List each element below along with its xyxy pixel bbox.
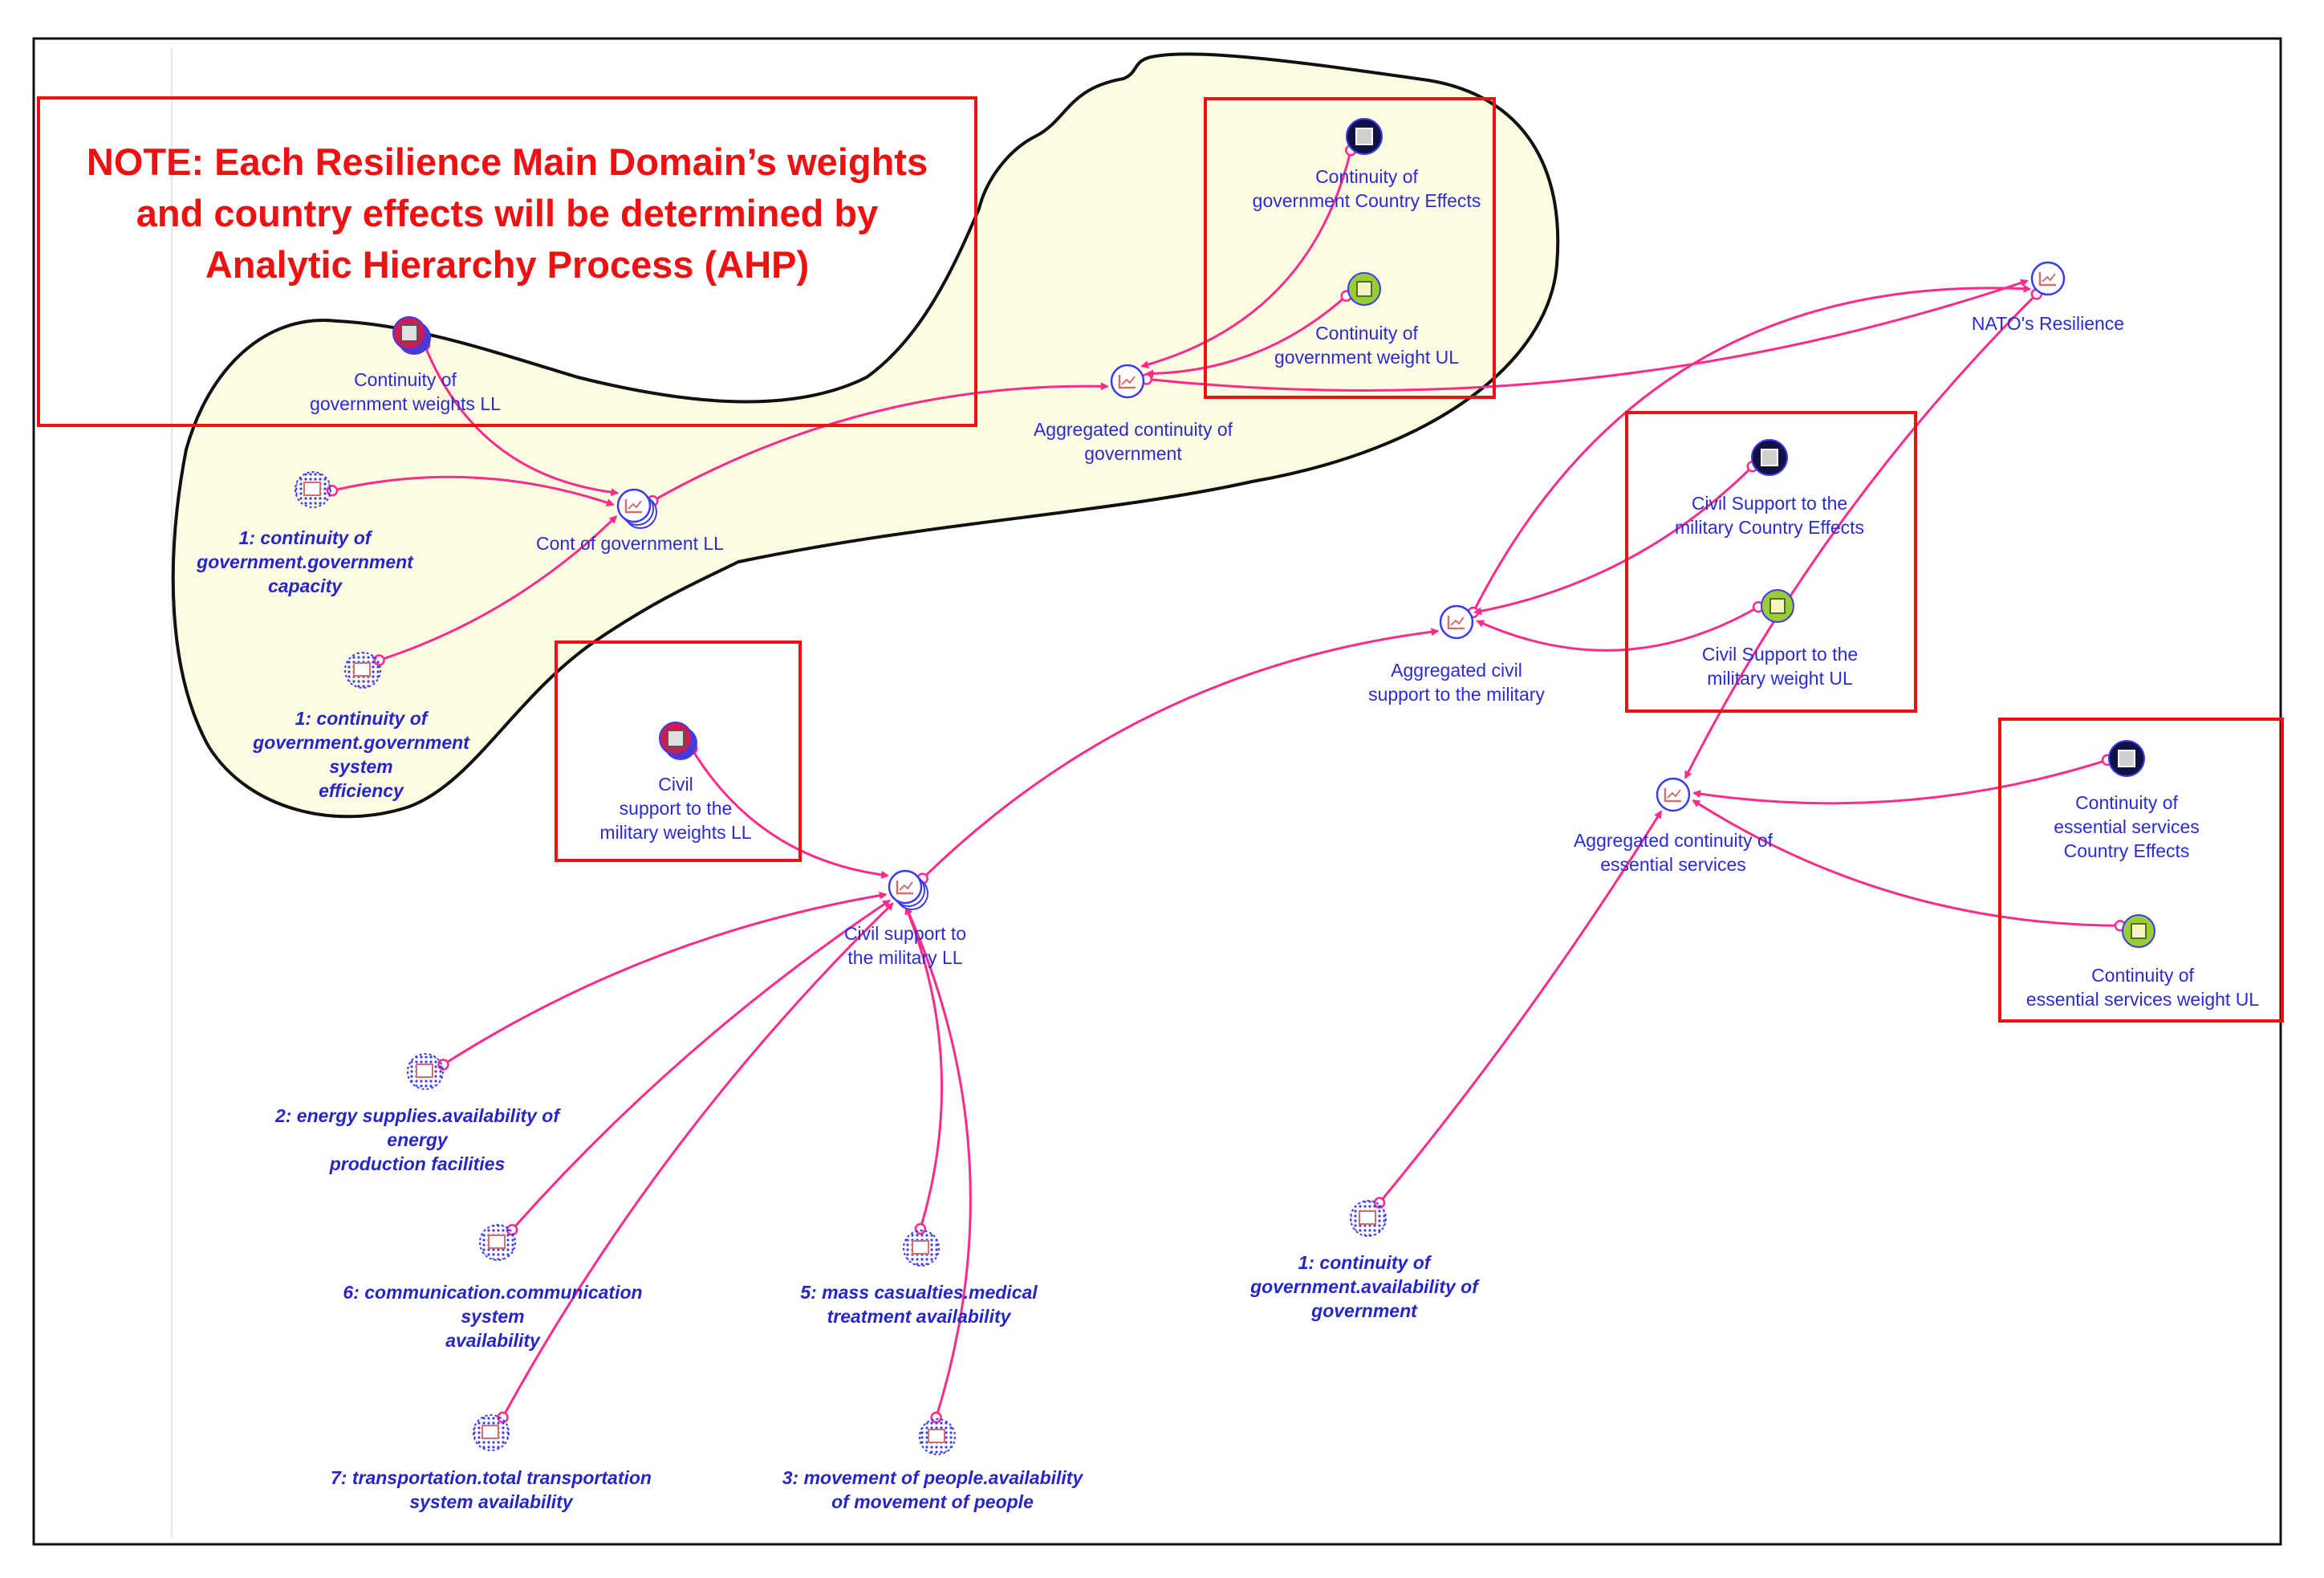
node-energy_supplies[interactable] [407,1053,444,1090]
node-movement_people[interactable] [919,1418,956,1455]
node-cont_gov_capacity[interactable] [295,471,331,508]
node-cont_gov_ll[interactable] [616,488,657,529]
node-mass_casualties[interactable] [903,1230,940,1267]
link-cont_gov_system_eff-to-cont_gov_ll [379,515,618,661]
node-label-cont_essential_weight_ul: Continuity of essential services weight … [2025,965,2260,1010]
node-label-civil_support_weights_ll: Civil support to the military weights LL [599,774,752,843]
node-label-mass_casualties: 5: mass casualties.medical treatment ava… [800,1282,1038,1327]
graph-icon [2038,272,2056,287]
node-label-civil_support_country_effects: Civil Support to the military Country Ef… [1674,493,1865,538]
data-table-icon [1359,1210,1376,1225]
link-civil_support_weight_ul-to-agg_civil_support [1476,605,1759,652]
data-table-icon [353,662,371,677]
link-cont_gov_weight_ul-to-agg_cont_gov [1145,295,1347,378]
civil-support-group-box [1625,411,1917,713]
node-label-transportation: 7: transportation.total transportation s… [331,1467,652,1512]
node-label-natos_resilience: NATO's Resilience [1971,313,2125,334]
node-label-civil_support_ll: Civil support to the military LL [843,923,967,968]
ahp-note: NOTE: Each Resilience Main Domain’s weig… [86,140,928,286]
node-label-agg_cont_gov: Aggregated continuity of government [1033,419,1233,464]
link-cont_gov_availability-to-agg_cont_essential [1378,810,1663,1204]
link-cont_essential_weight_ul-to-agg_cont_essential [1692,799,2120,927]
node-label-cont_gov_system_eff: 1: continuity of government.government s… [253,708,469,801]
node-cont_essential_weight_ul[interactable] [2122,914,2155,948]
links-layer [326,144,2127,1424]
node-label-cont_gov_country_effects: Continuity of government Country Effects [1252,166,1481,211]
link-cont_gov_ll-to-agg_cont_gov [652,382,1109,502]
data-table-icon [303,482,321,496]
node-communication[interactable] [479,1224,516,1261]
node-label-communication: 6: communication.communication system av… [343,1282,643,1351]
essential-services-group-box [1998,718,2284,1023]
node-label-cont_gov_capacity: 1: continuity of government.government c… [197,527,413,596]
node-civil_support_weights_ll[interactable] [659,722,697,760]
node-label-agg_civil_support: Aggregated civil support to the military [1368,660,1545,705]
link-cont_gov_country_effects-to-agg_cont_gov [1140,149,1352,368]
graph-icon [1664,788,1681,803]
link-civil_support_ll-to-agg_civil_support [921,628,1440,880]
link-civil_support_weights_ll-to-civil_support_ll [690,748,890,879]
link-transportation-to-civil_support_ll [502,902,894,1418]
link-cont_gov_capacity-to-cont_gov_ll [331,475,615,506]
node-label-energy_supplies: 2: energy supplies.availability of energ… [274,1105,560,1174]
data-table-icon [488,1234,506,1249]
node-label-agg_cont_essential: Aggregated continuity of essential servi… [1573,830,1773,875]
link-civil_support_country_effects-to-agg_civil_support [1473,466,1753,616]
note-box [37,96,977,427]
node-label-cont_essential_country_effects: Continuity of essential services Country… [2054,792,2200,861]
nodes-layer [295,118,2155,1455]
node-civil_support_ll[interactable] [888,869,928,910]
graph-icon [624,499,642,514]
link-cont_essential_country_effects-to-agg_cont_essential [1692,758,2108,805]
node-cont_gov_system_eff[interactable] [344,652,381,689]
cont-gov-group-box [1204,97,1496,399]
data-table-icon [912,1240,929,1255]
node-cont_essential_country_effects[interactable] [2108,740,2145,777]
node-cont_gov_weight_ul[interactable] [1347,272,1381,306]
node-natos_resilience[interactable] [2030,261,2066,296]
node-civil_support_weight_ul[interactable] [1761,589,1794,623]
node-agg_civil_support[interactable] [1439,604,1474,640]
node-cont_gov_country_effects[interactable] [1346,118,1383,155]
data-table-icon [928,1429,945,1443]
node-cont_gov_availability[interactable] [1350,1200,1387,1237]
node-civil_support_country_effects[interactable] [1751,439,1788,476]
government-group-blob [171,52,1560,819]
link-cont_gov_weights_ll-to-cont_gov_ll [423,344,620,497]
node-label-cont_gov_weights_ll: Continuity of government weights LL [310,369,501,414]
node-label-cont_gov_weight_ul: Continuity of government weight UL [1274,323,1460,368]
link-movement_people-to-civil_support_ll [905,906,972,1418]
data-table-icon [481,1425,499,1439]
highlight-boxes [37,96,2284,1023]
link-energy_supplies-to-civil_support_ll [442,891,888,1066]
node-label-cont_gov_ll: Cont of government LL [536,533,724,554]
node-agg_cont_essential[interactable] [1656,777,1691,812]
graph-icon [1118,375,1136,389]
link-agg_civil_support-to-natos_resilience [1472,284,2032,613]
link-natos_resilience-to-agg_cont_essential [1684,293,2038,779]
link-mass_casualties-to-civil_support_ll [904,906,944,1230]
node-agg_cont_gov[interactable] [1110,364,1145,399]
node-cont_gov_weights_ll[interactable] [392,316,431,355]
graph-icon [1447,616,1465,630]
data-table-icon [416,1064,433,1078]
node-label-civil_support_weight_ul: Civil Support to the military weight UL [1701,644,1859,689]
link-communication-to-civil_support_ll [510,899,892,1231]
node-label-movement_people: 3: movement of people.availability of mo… [782,1467,1083,1512]
graph-icon [896,881,913,895]
node-transportation[interactable] [473,1414,510,1451]
node-label-cont_gov_availability: 1: continuity of government.availability… [1250,1252,1478,1321]
link-agg_cont_gov-to-natos_resilience [1146,279,2029,392]
civil-support-weights-box [555,641,802,862]
